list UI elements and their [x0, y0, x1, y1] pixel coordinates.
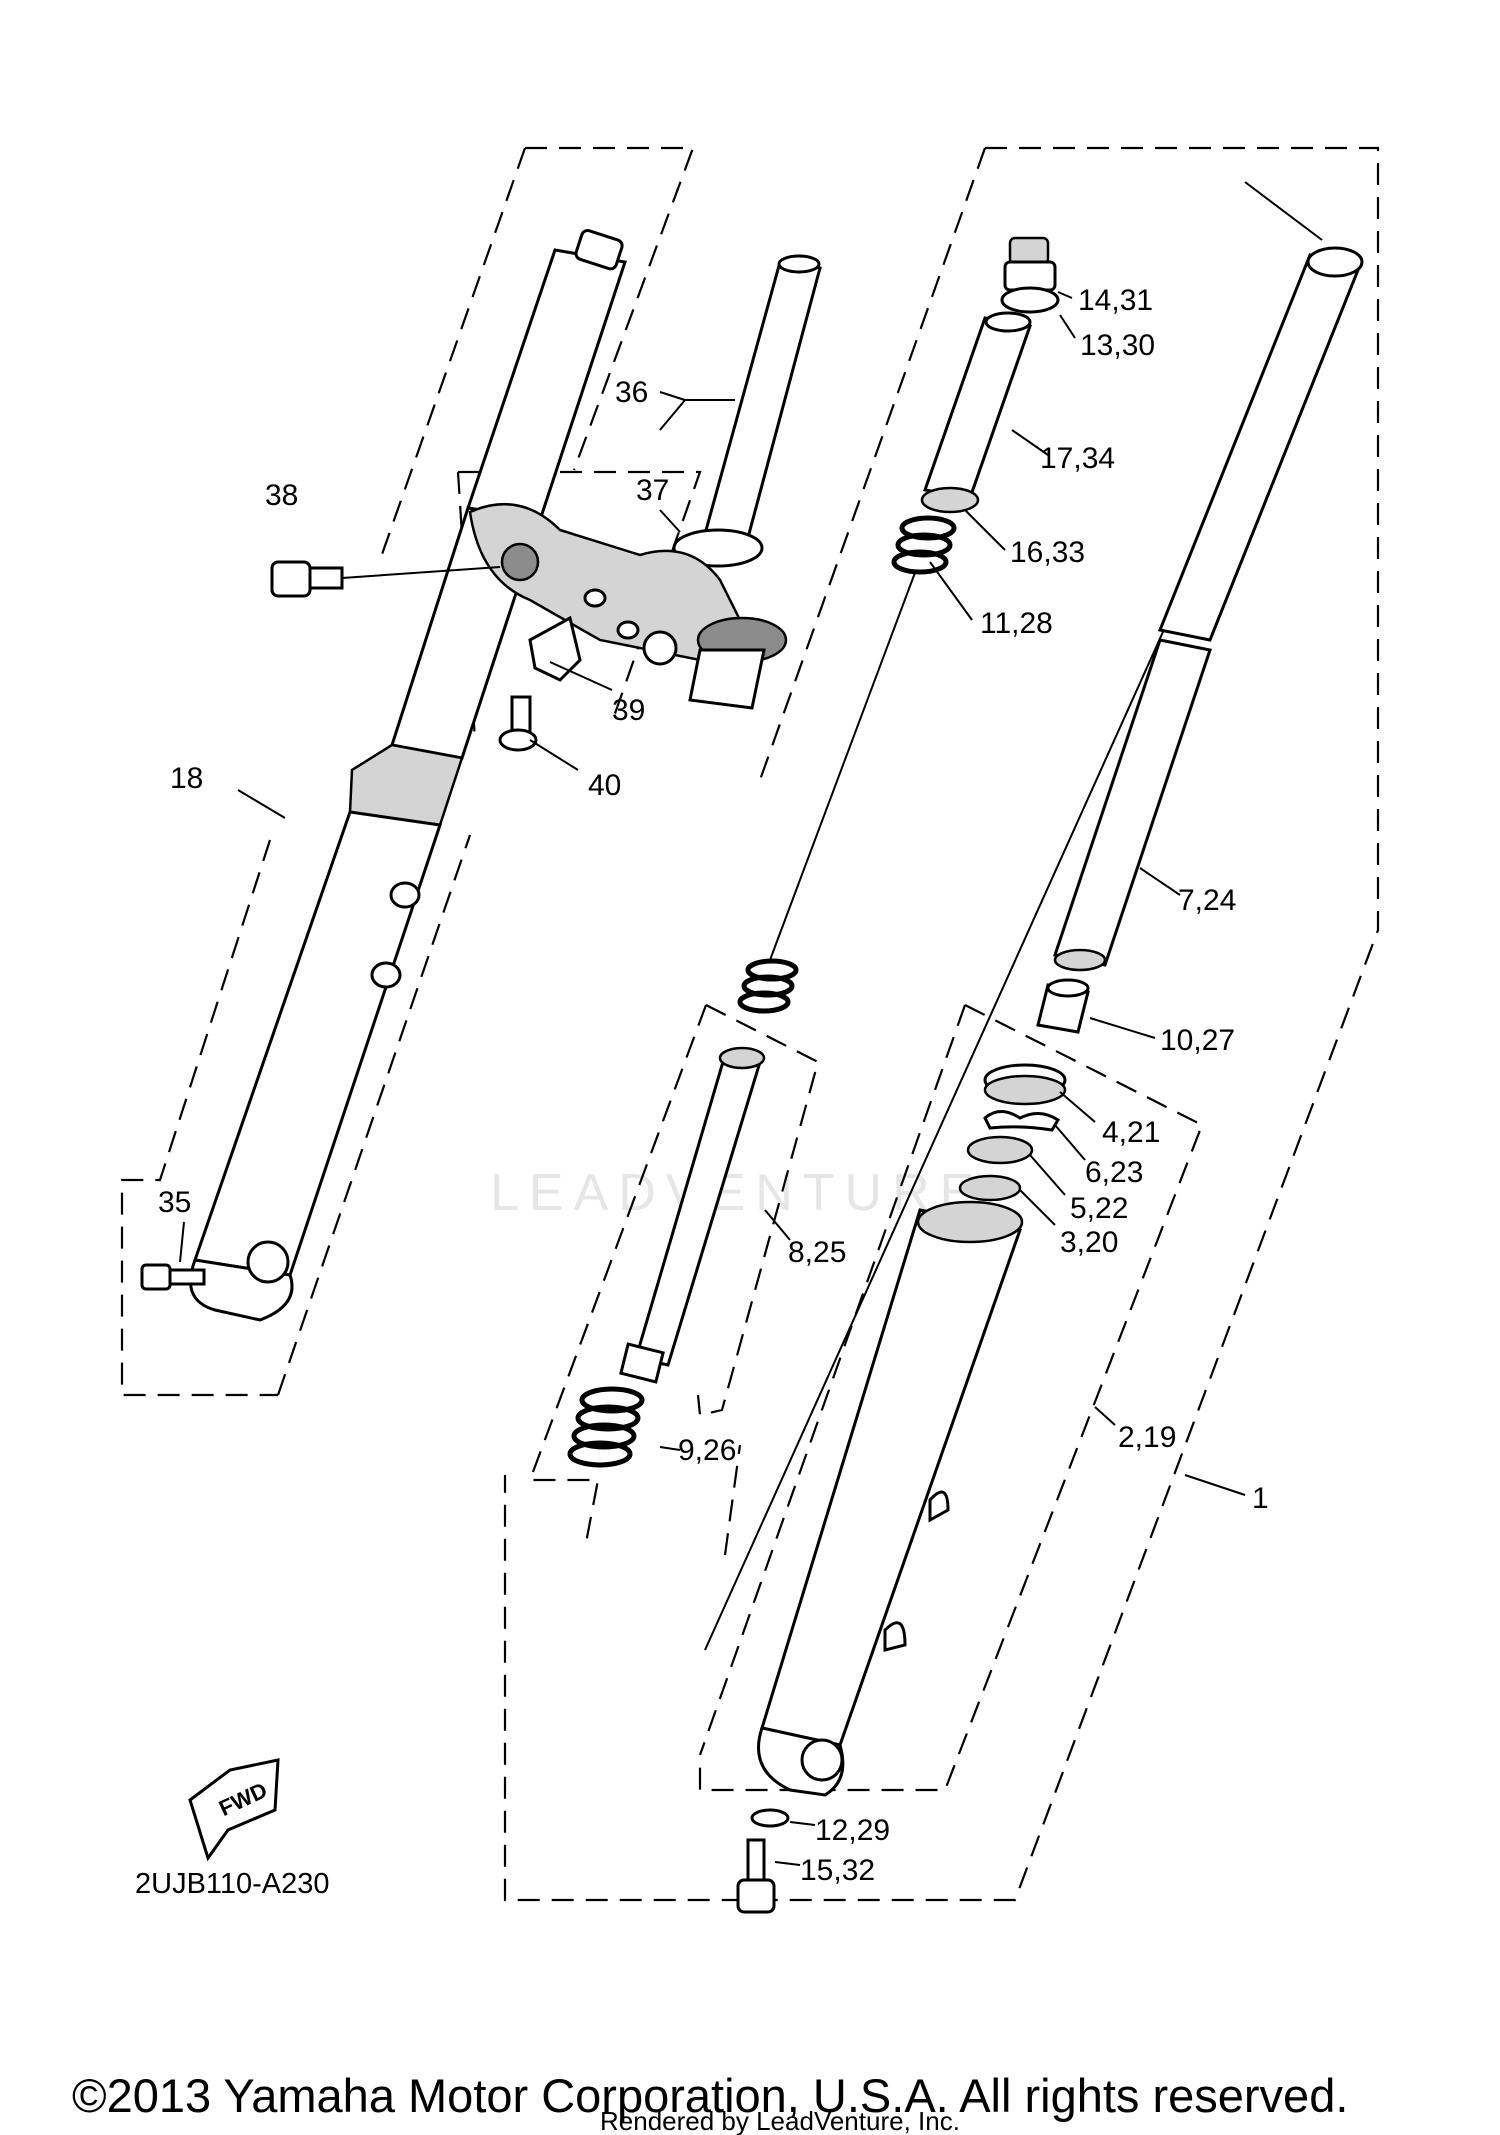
callout-15-32: 15,32 [800, 1854, 875, 1887]
callout-3-20: 3,20 [1060, 1226, 1118, 1259]
callout-35: 35 [158, 1186, 191, 1219]
callout-39: 39 [612, 694, 645, 727]
under-bracket-37 [468, 502, 788, 710]
callout-11-28: 11,28 [980, 607, 1053, 640]
callout-4-21: 4,21 [1102, 1116, 1160, 1149]
diagram-code: 2UJB110-A230 [135, 1868, 330, 1900]
callout-2-19: 2,19 [1118, 1421, 1176, 1454]
steering-stem-36 [672, 254, 822, 568]
bolt-15-32 [736, 1838, 776, 1914]
bottom-case-2-19 [757, 1200, 1024, 1797]
clip-6-23 [983, 1110, 1061, 1132]
callout-36: 36 [615, 376, 648, 409]
outer-tube-7-24 [704, 181, 1364, 1651]
callout-1: 1 [1252, 1482, 1269, 1515]
callout-5-22: 5,22 [1070, 1192, 1128, 1225]
callout-40: 40 [588, 769, 621, 802]
callout-16-33: 16,33 [1010, 536, 1085, 569]
spacer-17-34 [923, 311, 1032, 500]
callout-37: 37 [636, 474, 669, 507]
oil-seal-5-22 [966, 1135, 1034, 1165]
cap-bolt-14-31 [1003, 236, 1057, 292]
copyright-text: ©2013 Yamaha Motor Corporation, U.S.A. A… [72, 2069, 1348, 2122]
bolt-40 [498, 695, 538, 752]
callout-38: 38 [265, 479, 298, 512]
fork-leg-18 [189, 228, 627, 1322]
washer-16-33 [920, 486, 980, 514]
callout-13-30: 13,30 [1080, 329, 1155, 362]
washer-3-20 [958, 1174, 1022, 1202]
washer-12-29 [750, 1808, 790, 1828]
damper-rod-8-25 [619, 1046, 766, 1384]
watermark-text: LEADVENTURE [490, 1164, 984, 1222]
bolt-35 [140, 1263, 206, 1291]
o-ring-13-30 [1000, 286, 1060, 314]
callout-14-31: 14,31 [1078, 284, 1153, 317]
spring-9-26 [567, 1386, 645, 1468]
right-fork-assembly-outline [503, 146, 1380, 1902]
callout-9-26: 9,26 [678, 1434, 736, 1467]
forward-arrow-icon: FWD [188, 1758, 280, 1862]
collar-10-27 [1036, 978, 1090, 1034]
dust-seal-4-21 [983, 1063, 1067, 1106]
callout-8-25: 8,25 [788, 1236, 846, 1269]
callout-18: 18 [170, 762, 203, 795]
rendered-by-text: Rendered by LeadVenture, Inc. [600, 2106, 960, 2135]
callout-17-34: 17,34 [1040, 442, 1115, 475]
clamp-39 [528, 615, 582, 682]
callout-10-27: 10,27 [1160, 1024, 1235, 1057]
callout-7-24: 7,24 [1178, 884, 1236, 917]
callout-6-23: 6,23 [1085, 1156, 1143, 1189]
leader-lines [179, 291, 1246, 1866]
callout-12-29: 12,29 [815, 1814, 890, 1847]
bolt-38 [270, 560, 501, 598]
spring-11-28 [737, 515, 957, 1014]
damper-rod-centerline [769, 569, 917, 961]
